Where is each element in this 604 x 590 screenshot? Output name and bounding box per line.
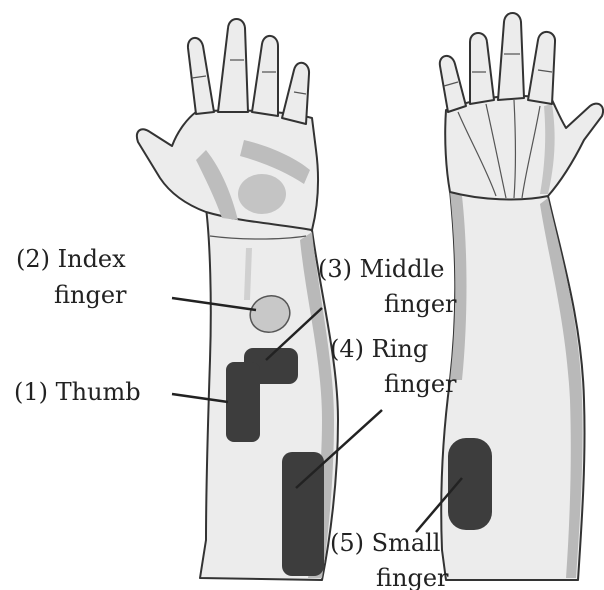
left-arm-palmar-view	[137, 19, 338, 580]
small-finger-electrode	[448, 438, 492, 530]
small-label-line2: finger	[376, 564, 449, 590]
left-index-finger	[188, 38, 214, 114]
left-middle-finger	[218, 19, 248, 112]
thumb-electrode	[226, 362, 260, 442]
ring-label-line2: finger	[384, 370, 457, 398]
middle-label-line1: (3) Middle	[318, 255, 444, 283]
index-label-line2: finger	[54, 281, 127, 309]
thumb-label: (1) Thumb	[14, 378, 141, 406]
index-label-line1: (2) Index	[16, 245, 126, 273]
left-ring-finger	[252, 36, 278, 116]
ring-finger-electrode	[282, 452, 324, 576]
ring-label-line1: (4) Ring	[330, 335, 428, 363]
right-index-finger	[528, 32, 555, 104]
middle-label-line2: finger	[384, 290, 457, 318]
right-arm-dorsal-view	[440, 13, 603, 580]
left-thenar-eminence	[238, 174, 286, 214]
right-ring-finger	[470, 33, 494, 104]
small-label-line1: (5) Small	[330, 529, 440, 557]
right-middle-finger	[498, 13, 524, 100]
